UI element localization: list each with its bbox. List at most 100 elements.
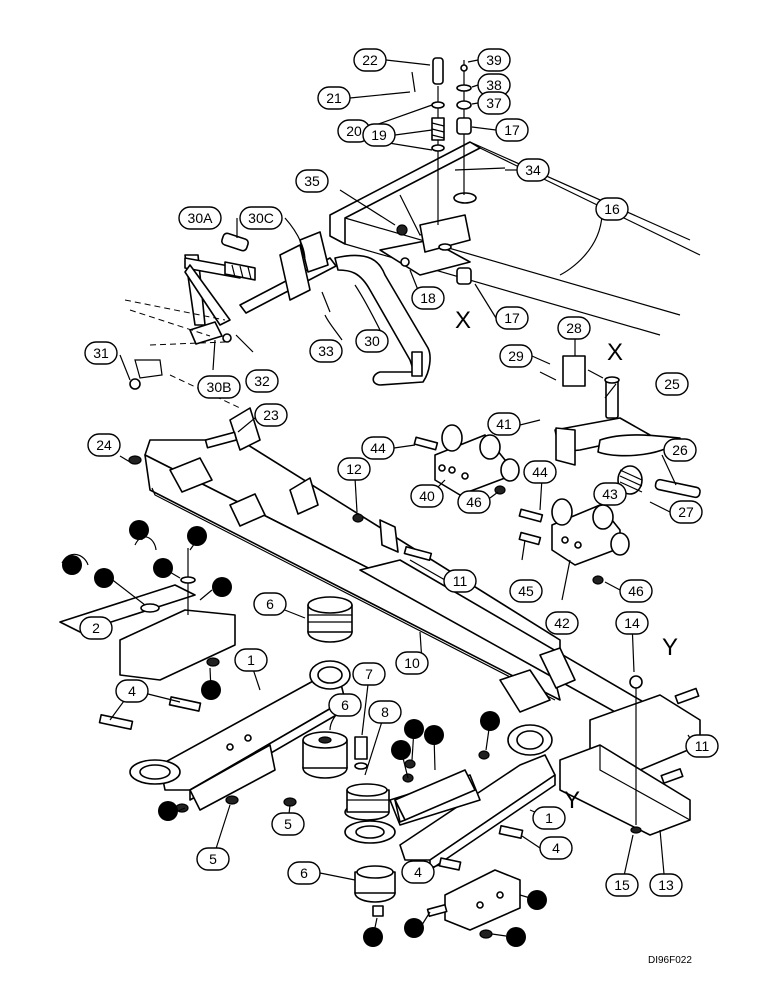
callout-6b: 6 — [328, 693, 362, 717]
svg-text:16: 16 — [604, 201, 620, 217]
svg-text:46: 46 — [466, 494, 482, 510]
svg-text:45: 45 — [518, 583, 534, 599]
callout-44: 44 — [361, 436, 395, 460]
svg-text:50: 50 — [408, 924, 420, 935]
callout-50a: 50 — [187, 526, 207, 546]
svg-text:35: 35 — [304, 173, 320, 189]
svg-text:21: 21 — [326, 90, 342, 106]
svg-text:6: 6 — [300, 865, 308, 881]
svg-text:31: 31 — [93, 345, 109, 361]
svg-text:11: 11 — [695, 738, 710, 754]
callout-43: 43 — [593, 482, 627, 506]
callout-31: 31 — [84, 341, 118, 365]
callout-17b: 17 — [495, 306, 529, 330]
callout-10: 10 — [395, 651, 429, 675]
callout-32: 32 — [245, 369, 279, 393]
axle-beam-left — [98, 660, 351, 813]
bracket-53 — [394, 769, 476, 823]
svg-text:17: 17 — [504, 122, 520, 138]
callout-30a: 30A — [178, 206, 222, 230]
pivot-stack — [411, 57, 506, 285]
callout-29: 29 — [499, 344, 533, 368]
callout-42: 42 — [545, 611, 579, 635]
section-letters: X X Y Y — [455, 307, 678, 814]
callout-4b: 4 — [539, 836, 573, 860]
pedal-assembly — [124, 231, 431, 409]
svg-text:41: 41 — [496, 416, 512, 432]
svg-text:23: 23 — [263, 407, 279, 423]
callout-48: 48 — [212, 577, 232, 597]
svg-text:26: 26 — [672, 442, 688, 458]
svg-text:5: 5 — [284, 816, 292, 832]
callout-3a: 3 — [129, 520, 149, 540]
callout-24: 24 — [87, 433, 121, 457]
bracket-48 — [59, 536, 236, 681]
svg-text:12: 12 — [484, 717, 496, 728]
svg-text:39: 39 — [486, 52, 502, 68]
svg-text:46: 46 — [628, 583, 644, 599]
svg-text:25: 25 — [664, 376, 680, 392]
callout-11b: 11 — [685, 734, 719, 758]
svg-text:8: 8 — [381, 704, 389, 720]
svg-text:3: 3 — [69, 561, 75, 572]
callout-28: 28 — [557, 316, 591, 340]
callout-19: 19 — [362, 123, 396, 147]
callout-25: 25 — [655, 372, 689, 396]
callout-33: 33 — [309, 339, 343, 363]
callout-37: 37 — [477, 91, 511, 115]
platform-frame — [329, 141, 701, 336]
section-letter-y-2: Y — [564, 787, 580, 814]
callout-26: 26 — [663, 438, 697, 462]
callout-5c: 5 — [196, 847, 230, 871]
callout-52a: 52 — [201, 680, 221, 700]
svg-text:33: 33 — [318, 343, 334, 359]
svg-text:54: 54 — [531, 896, 543, 907]
svg-text:15: 15 — [614, 877, 630, 893]
callout-11a: 11 — [443, 569, 477, 593]
svg-text:29: 29 — [508, 348, 524, 364]
callout-50b: 50 — [404, 918, 424, 938]
callout-30b: 30B — [197, 375, 241, 399]
callout-2: 2 — [79, 616, 113, 640]
hardware — [128, 431, 604, 807]
pivot-block-42 — [551, 498, 630, 566]
svg-text:30B: 30B — [207, 379, 232, 395]
callout-17: 17 — [495, 118, 529, 142]
callout-5a: 5 — [391, 740, 411, 760]
svg-text:22: 22 — [362, 52, 378, 68]
svg-text:6: 6 — [266, 596, 274, 612]
svg-text:4: 4 — [414, 864, 422, 880]
svg-text:19: 19 — [371, 127, 387, 143]
callout-49: 49 — [158, 801, 178, 821]
svg-text:3: 3 — [136, 526, 142, 537]
callout-51a: 51 — [153, 558, 173, 578]
callout-4c: 4 — [401, 860, 435, 884]
bracket-25 — [539, 355, 701, 499]
svg-text:14: 14 — [624, 615, 640, 631]
callout-52b: 52 — [506, 927, 526, 947]
callout-8: 8 — [368, 700, 402, 724]
svg-text:44: 44 — [532, 464, 548, 480]
callout-13: 13 — [649, 873, 683, 897]
callout-51b: 51 — [94, 568, 114, 588]
svg-text:48: 48 — [216, 583, 228, 594]
callout-27: 27 — [669, 500, 703, 524]
callout-9: 9 — [363, 927, 383, 947]
svg-text:51: 51 — [157, 564, 169, 575]
pivot-block-40 — [434, 419, 541, 496]
callout-46b: 46 — [619, 579, 653, 603]
svg-text:28: 28 — [566, 320, 582, 336]
callout-12: 12 — [337, 457, 371, 481]
callout-14: 14 — [615, 611, 649, 635]
frame-rail-10 — [144, 407, 701, 749]
svg-text:52: 52 — [205, 686, 217, 697]
callout-18: 18 — [411, 286, 445, 310]
svg-text:38: 38 — [486, 77, 502, 93]
callout-40: 40 — [410, 484, 444, 508]
callout-22: 22 — [353, 48, 387, 72]
svg-text:4: 4 — [128, 683, 136, 699]
svg-text:30C: 30C — [248, 210, 274, 226]
bracket-54 — [426, 869, 521, 939]
callout-6c: 6 — [287, 861, 321, 885]
svg-text:24: 24 — [96, 437, 112, 453]
